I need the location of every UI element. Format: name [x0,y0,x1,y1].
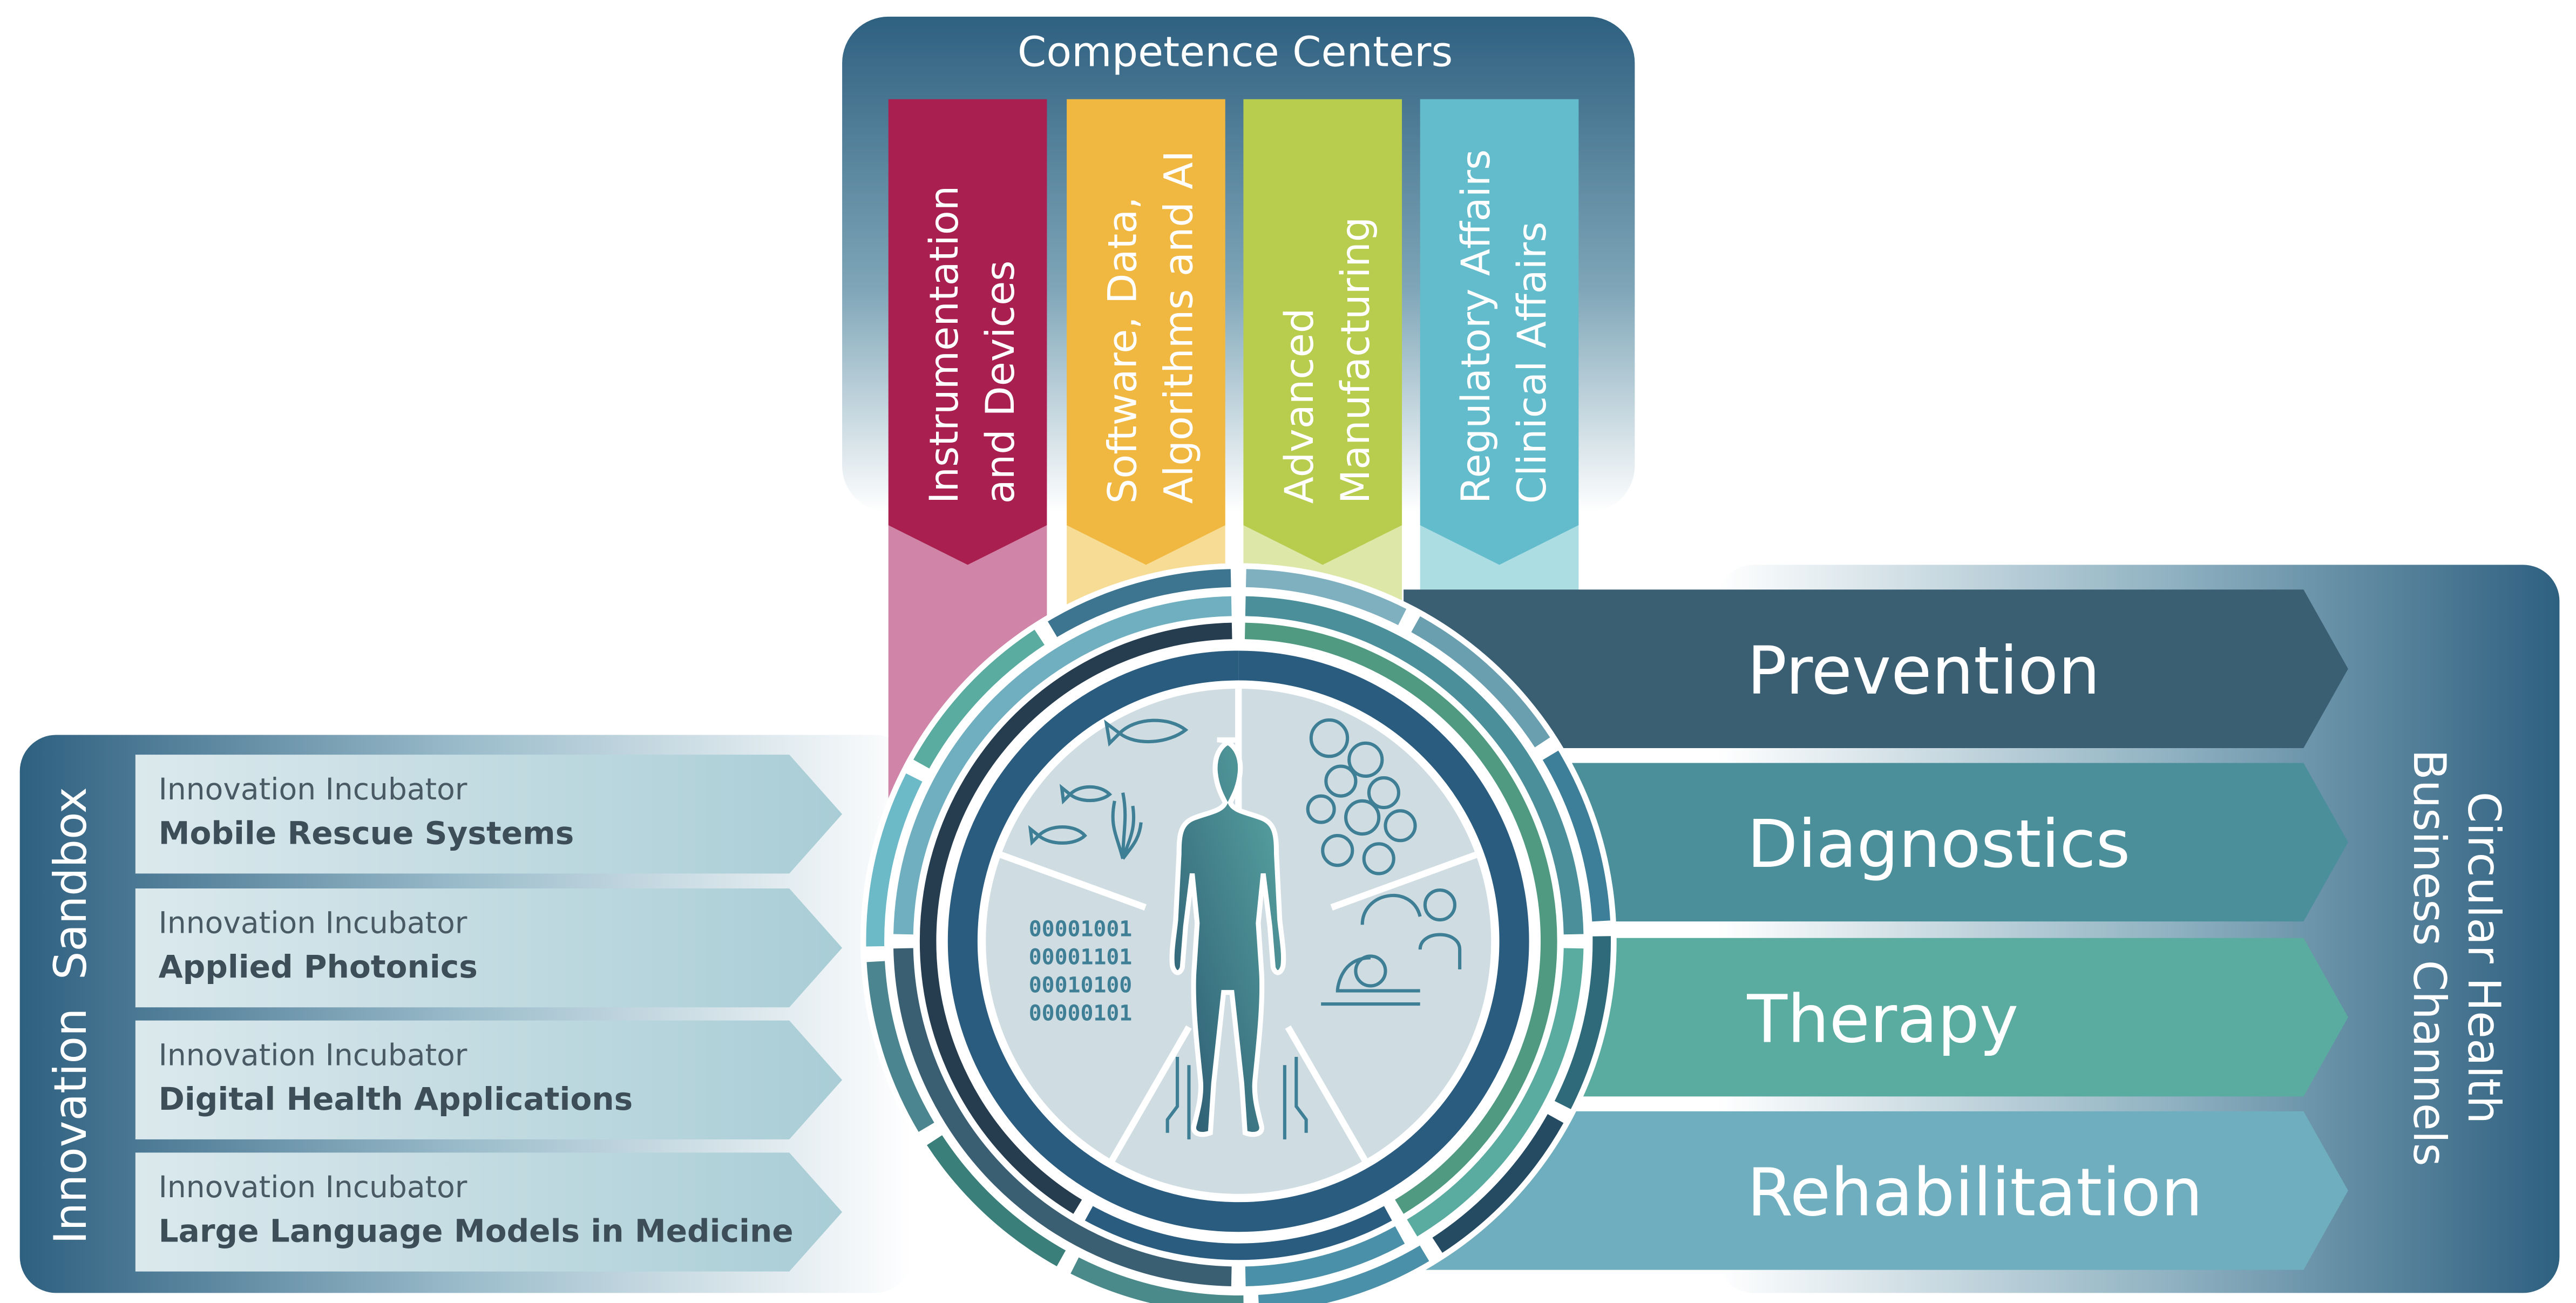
binary-line: 00000101 [1029,1001,1132,1026]
business-channels-title-line2: Business Channels [2403,749,2455,1166]
binary-line: 00001001 [1029,917,1132,942]
ring-segment [866,961,934,1132]
channel-arrow [1404,763,2348,922]
binary-line: 00001101 [1029,945,1132,970]
ring-segment [1084,1206,1392,1260]
banner-label-line2: Algorithms and AI [1156,151,1202,504]
channel-arrow [1404,1111,2348,1270]
banner-label-line1: Instrumentation [921,186,967,504]
channel-label: Therapy [1746,980,2018,1057]
ring-segment [893,948,1232,1287]
banner-label-line1: Regulatory Affairs [1453,150,1499,504]
surgical-robot-icon [1321,894,1422,1006]
incubator-name: Applied Photonics [159,948,478,985]
sector-divider [1109,1025,1192,1162]
ring-segment [1245,569,1407,626]
sector-divider [1000,852,1147,911]
incubator-name: Large Language Models in Medicine [159,1213,794,1250]
ring-segment [1542,750,1610,922]
banner-label-line2: Manufacturing [1333,217,1379,504]
binary-line: 00010100 [1029,973,1132,998]
banner-label-line1: Software, Data, [1100,196,1146,504]
channel-label: Diagnostics [1747,805,2130,883]
incubator-arrow [135,888,843,1008]
ring-segment [1432,1114,1564,1253]
human-figure-icon [1169,737,1286,1137]
channel-arrow [1404,938,2348,1097]
ring-segment [1554,936,1611,1109]
banner-body [1067,99,1225,565]
incubator-kind: Innovation Incubator [159,772,467,806]
fish-icon [1028,718,1189,846]
business-channel-prevention[interactable]: Prevention [1404,589,2348,748]
circuit-icon [1165,1056,1308,1139]
business-channel-diagnostics[interactable]: Diagnostics [1404,763,2348,922]
ring-segment [1070,1257,1244,1303]
banner-label-line2: Clinical Affairs [1509,222,1555,504]
banner-body [888,99,1047,565]
incubator-kind: Innovation Incubator [159,1037,467,1072]
competence-center-banner: Software, Data,Algorithms and AI [1067,99,1225,615]
ring-segment [1245,596,1584,935]
ring-segment [1411,616,1550,748]
doctor-icon [1418,888,1462,969]
incubator-kind: Innovation Incubator [159,1170,467,1204]
ring-segment [947,650,1529,1232]
business-channel-therapy[interactable]: Therapy [1404,938,2348,1097]
ring-segment [919,622,1232,1214]
sector-divider [1285,1025,1368,1162]
banner-label-line1: Advanced [1277,308,1323,504]
ring-segment [866,773,923,947]
ring-segment [893,596,1232,935]
innovation-sandbox-title: Innovation Sandbox [45,787,97,1244]
banner-label-line2: and Devices [978,260,1023,504]
incubator-kind: Innovation Incubator [159,906,467,940]
banner-body [1243,99,1402,565]
incubator-arrow [135,755,843,874]
ring-segment [1244,622,1557,1214]
channel-label: Rehabilitation [1747,1154,2202,1231]
ring-segment [927,1135,1066,1266]
channel-label: Prevention [1747,632,2100,709]
ring-segment [1407,948,1584,1237]
business-channels-title-line1: Circular Health [2458,792,2510,1124]
incubator-arrow [135,1152,843,1272]
incubator-name: Digital Health Applications [159,1081,633,1117]
competence-centers-title: Competence Centers [1018,29,1453,77]
banner-body [1420,99,1579,565]
ring-segment [1245,1226,1405,1287]
cells-icon [1306,718,1417,876]
ring-segment [1258,1245,1429,1303]
central-wheel: 00001001 00001101 00010100 00000101 [860,563,1617,1303]
business-channel-rehabilitation[interactable]: Rehabilitation [1404,1111,2348,1270]
incubator-arrow [135,1020,843,1139]
channel-arrow [1404,589,2348,748]
ring-segment [1048,569,1231,637]
incubator-name: Mobile Rescue Systems [159,815,574,851]
ring-segment [913,629,1045,769]
seaweed-icon [1111,792,1143,860]
sector-divider [1330,852,1477,911]
